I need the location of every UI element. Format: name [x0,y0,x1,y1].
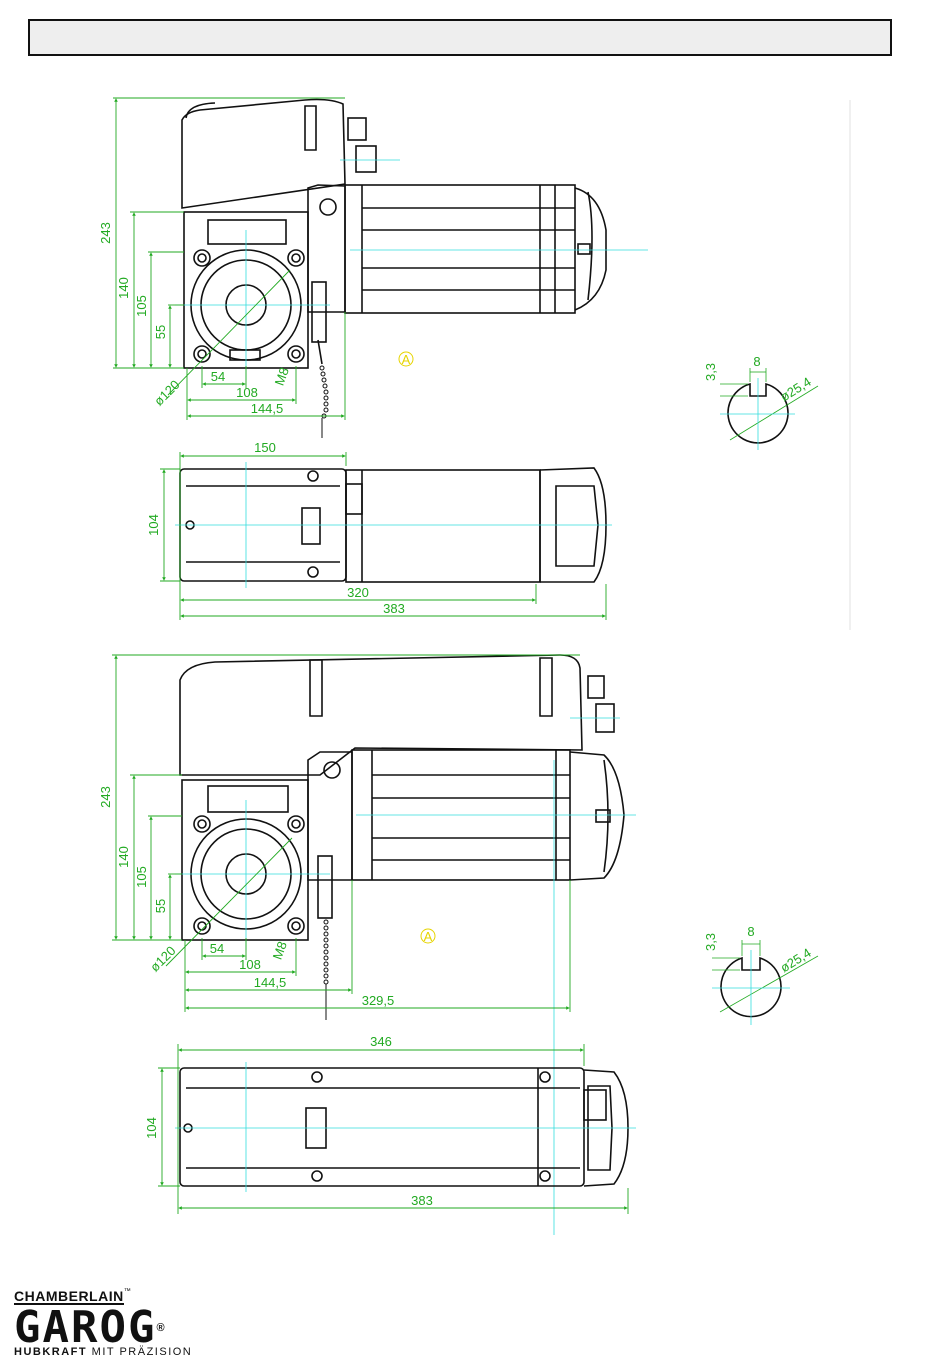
d2-dim-54: 54 [210,941,224,956]
d1-dim-55: 55 [153,325,168,339]
d1-dim-150: 150 [254,440,276,455]
drawing2-shaft-section: 3,3 8 ø25,4 [703,924,818,1025]
d2-dim-dia120: ø120 [147,943,179,975]
drawing1-top-dimension-lines [160,100,850,630]
drawing2-chain [324,920,328,1020]
d2-shaft-key-depth: 3,3 [703,933,718,951]
drawing2-top-dimension-labels: 346 104 383 [144,1034,433,1208]
d1-marker-label: A [402,352,411,367]
drawing2-top-view [180,1068,628,1186]
d1-dim-243: 243 [98,222,113,244]
logo-tagline: HUBKRAFT MIT PRÄZISION [14,1346,254,1358]
d1-dim-383: 383 [383,601,405,616]
d2-dim-3295: 329,5 [362,993,395,1008]
d1-dim-dia120: ø120 [151,377,183,409]
d2-dim-108: 108 [239,957,261,972]
chamberlain-garog-logo: CHAMBERLAIN™ GAROG® HUBKRAFT MIT PRÄZISI… [14,1288,254,1358]
d2-dim-1445: 144,5 [254,975,287,990]
d1-dim-1445: 144,5 [251,401,284,416]
d1-dim-108: 108 [236,385,258,400]
d2-shaft-diameter: ø25,4 [778,945,814,975]
drawing1-marker-a: A [399,352,413,367]
logo-tm: ™ [124,1288,131,1295]
drawing1-dimension-lines [113,98,345,420]
d1-dim-140: 140 [116,277,131,299]
drawing2-top-centerlines [175,1062,636,1192]
drawing2-side-view [180,655,624,940]
logo-reg: ® [156,1322,166,1334]
d2-dim-104: 104 [144,1117,159,1139]
d2-dim-346: 346 [370,1034,392,1049]
drawing1-top-dimension-labels: 150 104 320 383 [146,440,405,616]
d1-dim-105: 105 [134,295,149,317]
drawing2-centerlines [175,718,636,1235]
d2-dim-383: 383 [411,1193,433,1208]
d2-dim-243: 243 [98,786,113,808]
d2-dim-55: 55 [153,899,168,913]
d1-shaft-key-width: 8 [753,354,760,369]
d1-shaft-key-depth: 3,3 [703,363,718,381]
d2-dim-105: 105 [134,866,149,888]
d1-dim-104: 104 [146,514,161,536]
d1-dim-54: 54 [211,369,225,384]
logo-tag-bold: HUBKRAFT [14,1346,87,1358]
drawing1-top-centerlines [175,462,612,588]
drawing2-top-dimension-lines [158,1044,628,1214]
d1-dim-320: 320 [347,585,369,600]
d2-marker-label: A [424,929,433,944]
drawing1-chain [320,366,328,438]
drawing1-centerlines [175,160,648,380]
d2-dim-m8: M8 [270,939,290,961]
d2-dim-140: 140 [116,846,131,868]
d2-shaft-key-width: 8 [747,924,754,939]
drawing1-shaft-section: 3,3 8 ø25,4 [703,354,818,450]
drawing2-marker-a: A [421,929,435,944]
drawing1-dimension-labels: 243 140 105 55 ø120 54 108 144,5 M8 [98,222,292,416]
logo-tag-rest: MIT PRÄZISION [87,1346,192,1358]
